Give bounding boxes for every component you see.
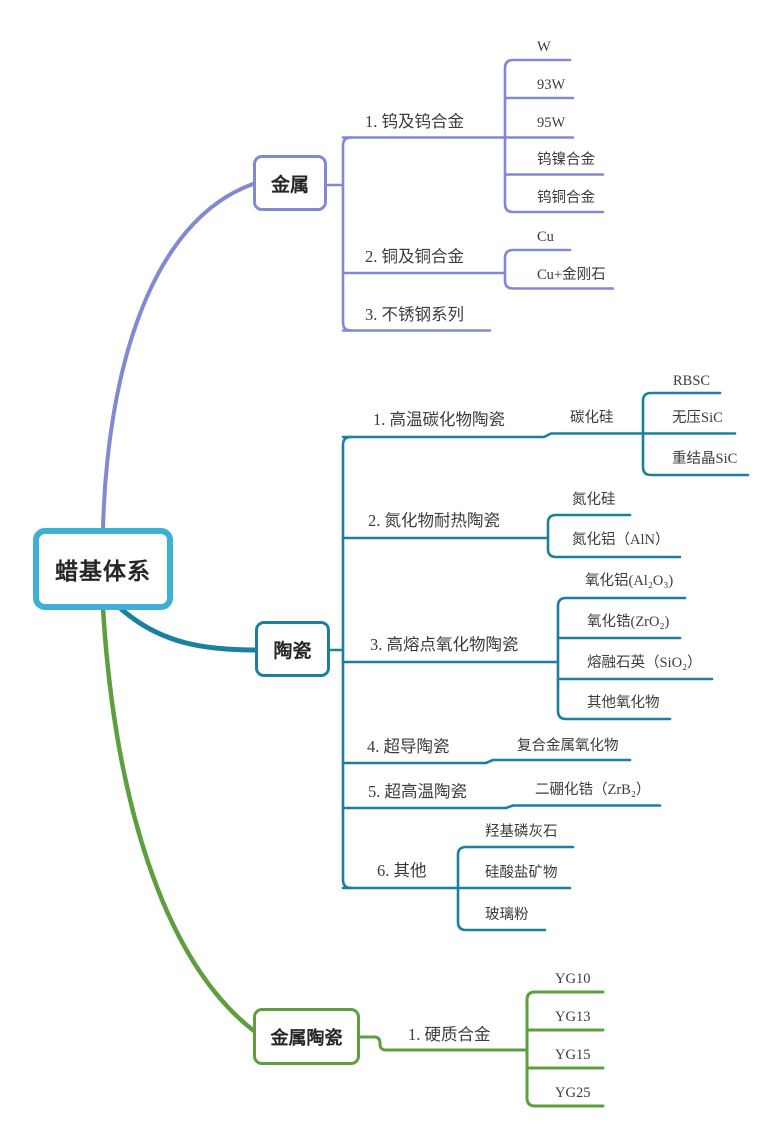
branch-node-cermet[interactable]: 金属陶瓷 <box>253 1008 360 1065</box>
node-yg15[interactable]: YG15 <box>555 1047 591 1063</box>
cermet-connectors <box>358 990 605 1108</box>
node-cu-diamond[interactable]: Cu+金刚石 <box>537 267 606 283</box>
node-stainless-series[interactable]: 3. 不锈钢系列 <box>365 305 464 324</box>
node-zro2[interactable]: 氧化锆(ZrO₂) <box>587 614 670 630</box>
node-recrystallized-sic[interactable]: 重结晶SiC <box>672 451 738 467</box>
node-glass-powder[interactable]: 玻璃粉 <box>485 907 529 923</box>
branch-node-ceramic[interactable]: 陶瓷 <box>255 621 330 677</box>
metal-connectors <box>325 58 615 332</box>
node-uhtc[interactable]: 5. 超高温陶瓷 <box>368 782 467 801</box>
node-95w[interactable]: 95W <box>537 115 566 131</box>
root-node[interactable]: 蜡基体系 <box>33 528 173 610</box>
node-carbide-ceramics[interactable]: 1. 高温碳化物陶瓷 <box>373 410 505 429</box>
node-other-oxides[interactable]: 其他氧化物 <box>587 695 660 711</box>
curve-to-ceramic <box>116 604 259 653</box>
node-superconducting-ceramics[interactable]: 4. 超导陶瓷 <box>367 737 450 756</box>
node-93w[interactable]: 93W <box>537 77 566 93</box>
node-yg10[interactable]: YG10 <box>555 971 591 987</box>
node-hydroxyapatite[interactable]: 羟基磷灰石 <box>485 824 558 840</box>
root-branch-curves <box>100 182 259 1034</box>
node-yg13[interactable]: YG13 <box>555 1009 591 1025</box>
node-si3n4[interactable]: 氮化硅 <box>572 492 616 508</box>
node-composite-metal-oxide[interactable]: 复合金属氧化物 <box>517 738 619 754</box>
branch-node-metal[interactable]: 金属 <box>253 155 327 211</box>
node-zrb2[interactable]: 二硼化锆（ZrB₂） <box>535 782 651 798</box>
node-w-ni-alloy[interactable]: 钨镍合金 <box>537 152 595 168</box>
node-oxide-ceramics[interactable]: 3. 高熔点氧化物陶瓷 <box>370 635 519 654</box>
node-nitride-ceramics[interactable]: 2. 氮化物耐热陶瓷 <box>368 511 500 530</box>
node-tungsten-alloys[interactable]: 1. 钨及钨合金 <box>365 112 464 131</box>
node-ceramic-other[interactable]: 6. 其他 <box>377 861 427 880</box>
node-rbsc[interactable]: RBSC <box>673 373 711 389</box>
node-aln[interactable]: 氮化铝（AlN） <box>572 532 670 548</box>
node-sic[interactable]: 碳化硅 <box>570 410 614 426</box>
curve-to-cermet <box>100 605 257 1034</box>
node-w[interactable]: W <box>537 39 551 55</box>
node-cu[interactable]: Cu <box>537 229 554 245</box>
node-al2o3[interactable]: 氧化铝(Al₂O₃) <box>585 573 674 589</box>
node-silicate-minerals[interactable]: 硅酸盐矿物 <box>485 865 558 881</box>
node-hard-alloy[interactable]: 1. 硬质合金 <box>408 1025 491 1044</box>
node-yg25[interactable]: YG25 <box>555 1085 591 1101</box>
node-fused-silica[interactable]: 熔融石英（SiO₂） <box>587 655 702 671</box>
node-copper-alloys[interactable]: 2. 铜及铜合金 <box>365 247 464 266</box>
curve-to-metal <box>101 182 255 531</box>
node-pressureless-sic[interactable]: 无压SiC <box>672 410 723 426</box>
ceramic-connectors <box>328 391 750 932</box>
node-w-cu-alloy[interactable]: 钨铜合金 <box>537 190 595 206</box>
